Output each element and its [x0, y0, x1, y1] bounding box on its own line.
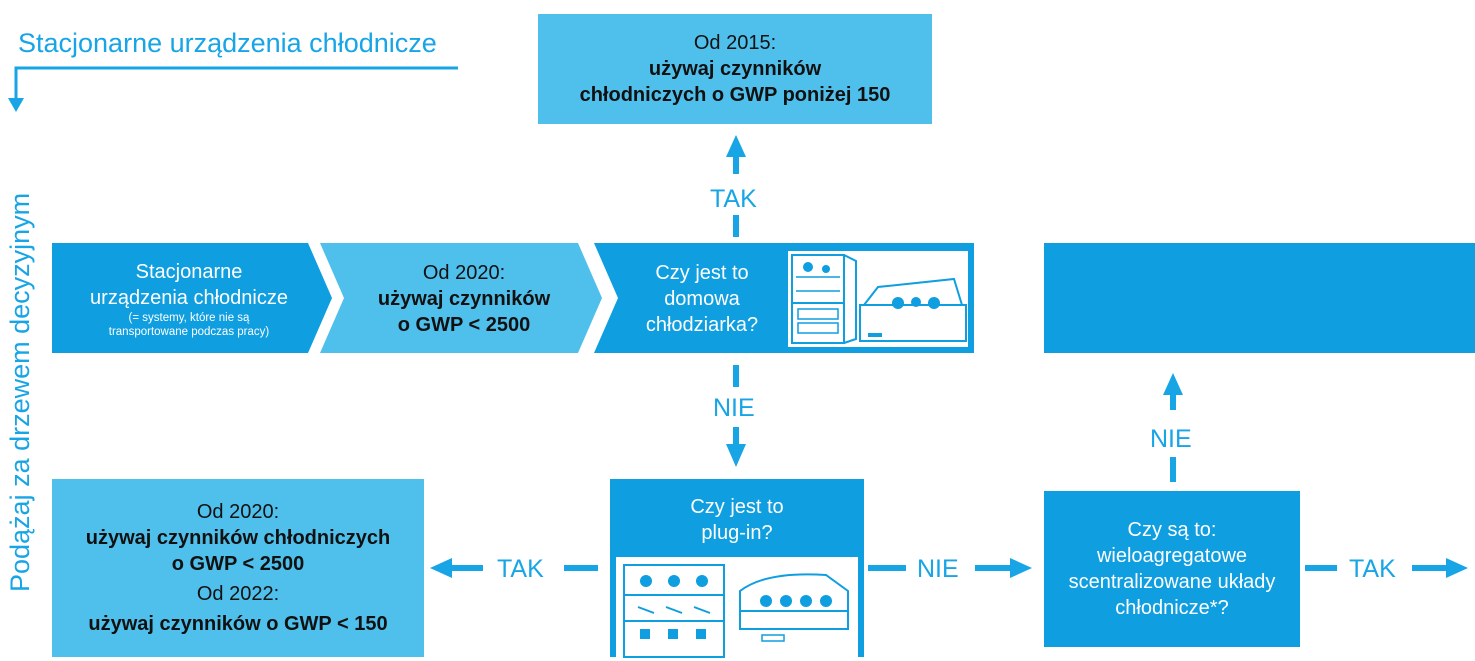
right-empty-box — [1044, 243, 1475, 353]
domowa-line2: domowa — [664, 288, 740, 310]
bl-line4: Od 2022: — [196, 583, 280, 605]
od2020-line3: o GWP < 2500 — [397, 314, 531, 336]
od2020-box: Od 2020: używaj czynników o GWP < 2500 — [346, 247, 582, 351]
plugin-illustration — [616, 557, 858, 658]
nie-up-label: NIE — [1150, 425, 1192, 453]
central-line3: scentralizowane układy — [1068, 571, 1276, 593]
plugin-box: Czy jest to plug-in? — [610, 479, 864, 658]
arrow-left-head — [430, 558, 452, 578]
arrow-right-head-2 — [1446, 558, 1468, 578]
display-counter-icon — [739, 573, 849, 642]
bl-line2: używaj czynników chłodniczych — [85, 527, 391, 549]
fridge-icon — [791, 254, 857, 344]
stacjonarne-line1: Stacjonarne — [135, 261, 243, 283]
central-line2: wieloagregatowe — [1096, 545, 1248, 567]
top-box-line2: używaj czynników — [648, 58, 822, 80]
chest-freezer-icon — [859, 277, 967, 342]
nie-down-label: NIE — [713, 394, 755, 422]
top-box-line3: chłodniczych o GWP poniżej 150 — [579, 84, 891, 106]
od2020-line1: Od 2020: — [422, 262, 506, 284]
plugin-line2: plug-in? — [701, 522, 773, 544]
plugin-line1: Czy jest to — [690, 496, 784, 518]
stacjonarne-line2: urządzenia chłodnicze — [90, 287, 288, 309]
central-line1: Czy są to: — [1127, 519, 1217, 541]
domowa-line1: Czy jest to — [655, 262, 749, 284]
arrow-up-right-head — [1163, 373, 1183, 395]
stacjonarne-note2: transportowane podczas pracy) — [108, 326, 270, 338]
shelf-cabinet-icon — [623, 564, 725, 658]
top-box: Od 2015: używaj czynników chłodniczych o… — [538, 14, 932, 124]
domowa-question: Czy jest to domowa chłodziarka? — [622, 247, 782, 351]
arrow-up-head — [726, 135, 746, 157]
household-appliances-illustration — [788, 251, 968, 347]
header-connector — [14, 66, 458, 100]
bl-line5: używaj czynników o GWP < 150 — [88, 613, 388, 635]
bl-line1: Od 2020: — [196, 501, 280, 523]
stacjonarne-note1: (= systemy, które nie są — [128, 312, 250, 324]
chevron-shape-1 — [52, 243, 332, 353]
header-arrow-head — [8, 98, 24, 112]
domowa-line3: chłodziarka? — [645, 314, 759, 336]
arrow-right-head — [1010, 558, 1032, 578]
bottom-left-box: Od 2020: używaj czynników chłodniczych o… — [52, 479, 424, 657]
central-systems-box: Czy są to: wieloagregatowe scentralizowa… — [1044, 491, 1300, 647]
chevron-shape-2 — [320, 243, 602, 353]
nie-right-label: NIE — [917, 555, 959, 583]
top-box-line1: Od 2015: — [693, 32, 777, 54]
bl-line3: o GWP < 2500 — [171, 553, 305, 575]
od2020-line2: używaj czynników — [377, 288, 551, 310]
central-line4: chłodnicze*? — [1115, 597, 1229, 619]
header-title: Stacjonarne urządzenia chłodnicze — [18, 28, 437, 58]
tak-left-label: TAK — [497, 555, 544, 583]
arrow-down-head — [726, 444, 746, 467]
stacjonarne-box: Stacjonarne urządzenia chłodnicze (= sys… — [60, 247, 318, 351]
tak-right-label: TAK — [1349, 555, 1396, 583]
tak-up-label: TAK — [710, 185, 757, 213]
